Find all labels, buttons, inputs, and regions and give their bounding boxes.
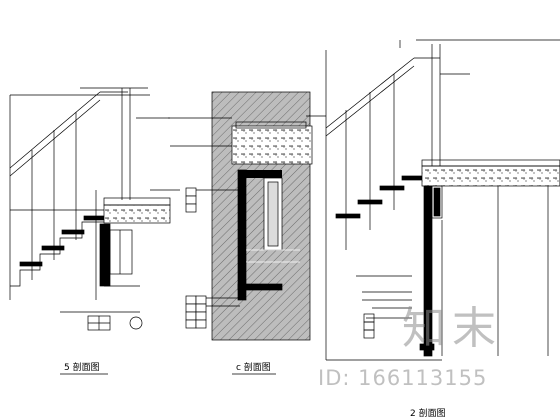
watermark-id: ID: 166113155 [318,366,488,390]
section-5-title: 5 剖面图 [64,361,100,373]
section-5 [9,87,180,375]
section-c [168,91,326,375]
section-2 [325,39,560,361]
section-c-title: c 剖面图 [236,361,271,373]
watermark-logo: 知末 [402,303,502,354]
section-2-title: 2 剖面图 [410,407,446,419]
